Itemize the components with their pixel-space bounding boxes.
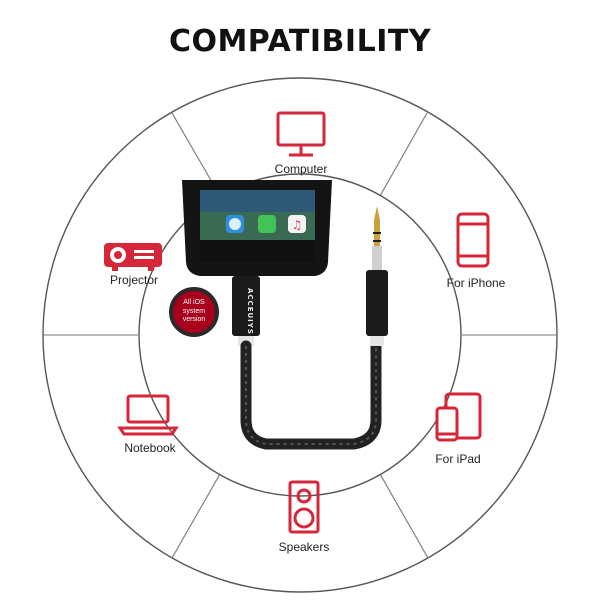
brand-label: ACCEUIYS (246, 288, 254, 335)
segment-label-notebook: Notebook (124, 441, 176, 455)
laptop-icon (117, 394, 179, 436)
ipad-icon (435, 392, 482, 442)
music-app-icon (288, 215, 306, 233)
segment-label-ipad: For iPad (435, 452, 481, 466)
segment-label-iphone: For iPhone (446, 276, 506, 290)
svg-text:♫: ♫ (292, 218, 303, 232)
monitor-icon (276, 111, 326, 157)
segment-label-computer: Computer (274, 162, 328, 176)
iphone-icon (456, 212, 490, 268)
segment-label-projector: Projector (109, 273, 159, 287)
projector-icon (104, 243, 162, 271)
segment-label-speakers: Speakers (278, 540, 330, 554)
page-title: COMPATIBILITY (168, 24, 432, 59)
braided-cable (240, 340, 382, 450)
messages-app-icon (258, 215, 276, 233)
speaker-icon (288, 480, 320, 534)
audio-jack (366, 206, 388, 346)
ios-badge-text: All iOS system version (182, 299, 206, 324)
ios-version-badge: All iOS system version (169, 287, 219, 337)
phone-illustration: ♫ (182, 180, 332, 276)
